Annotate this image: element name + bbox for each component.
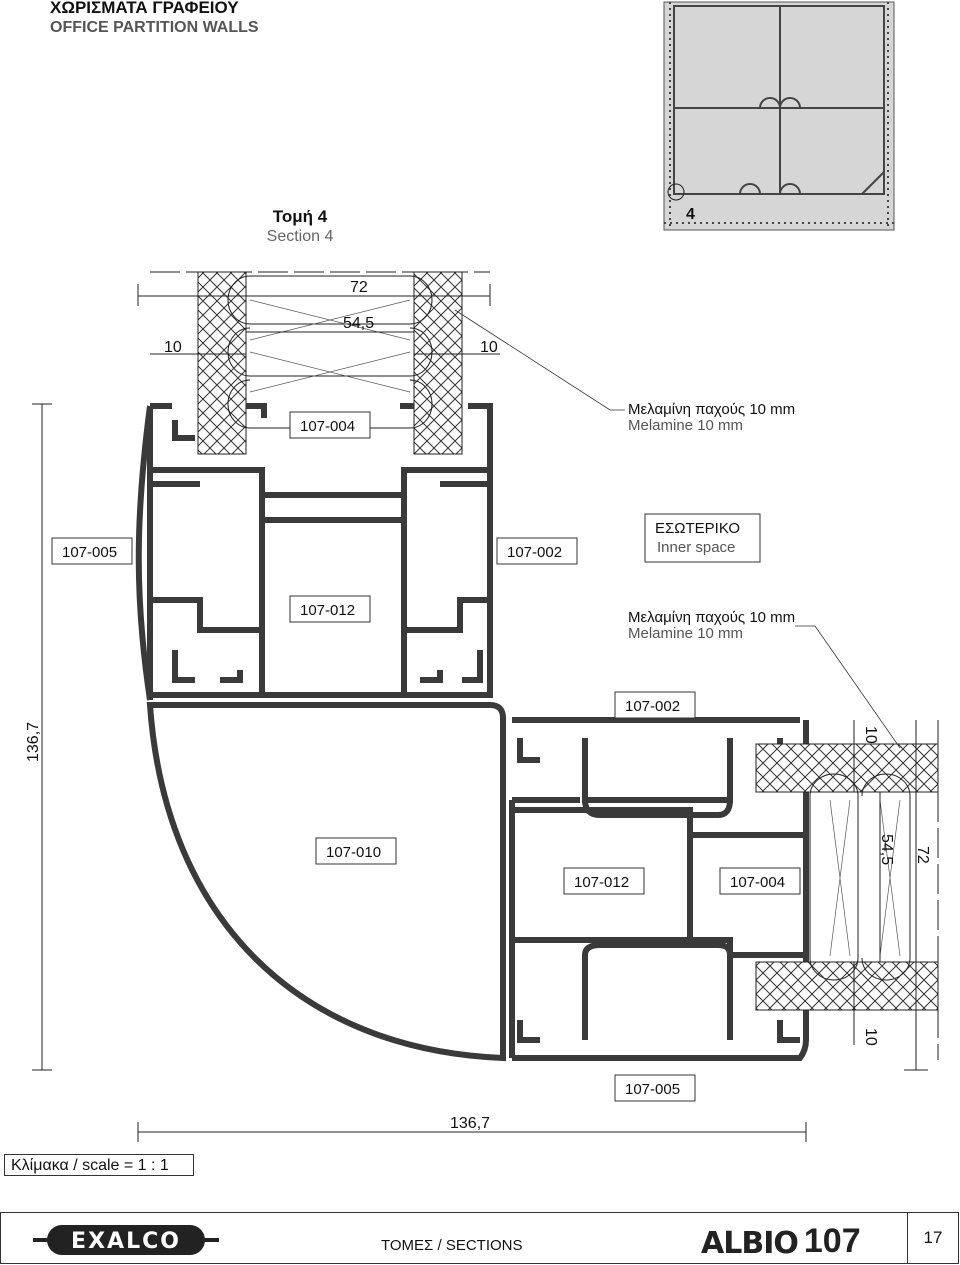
- section-caption: Τομή 4 Section 4: [240, 207, 360, 247]
- label-107-002-right: 107-002: [625, 698, 680, 715]
- upper-profile: [135, 403, 493, 701]
- section-label-greek: Τομή 4: [272, 207, 328, 226]
- title-greek: ΧΩΡΙΣΜΑΤΑ ΓΡΑΦΕΙΟΥ: [50, 0, 239, 17]
- plan-marker: 4: [686, 206, 695, 223]
- note-inner-english: Inner space: [657, 539, 735, 556]
- note-melamine-greek-1: Μελαμίνη παχούς 10 mm: [628, 401, 795, 418]
- dim-right-total: 72: [914, 846, 931, 864]
- label-107-012-bottom: 107-012: [574, 874, 629, 891]
- product-word: ALBIO: [701, 1226, 799, 1261]
- title-english: OFFICE PARTITION WALLS: [50, 19, 259, 36]
- section-label-english: Section 4: [266, 228, 334, 245]
- label-107-005-left: 107-005: [62, 544, 117, 561]
- label-107-012-top: 107-012: [300, 602, 355, 619]
- part-labels: 107-004 107-005 107-002 107-012 107-002 …: [51, 411, 801, 1102]
- dim-width-total: 136,7: [450, 1115, 490, 1132]
- scale-label: Κλίμακα / scale = 1 : 1: [4, 1154, 194, 1176]
- top-dimensions: 72 54,5 10 10: [137, 279, 500, 362]
- product-number: 107: [803, 1222, 861, 1260]
- right-wall-panel: [755, 720, 939, 1060]
- leader-lines: [454, 309, 901, 749]
- dim-right-top: 10: [862, 726, 879, 744]
- note-melamine-english-2: Melamine 10 mm: [628, 625, 743, 642]
- dim-panel-inner: 54,5: [343, 315, 374, 332]
- dim-right-melamine: 10: [480, 339, 498, 356]
- notes: Μελαμίνη παχούς 10 mm Melamine 10 mm ΕΣΩ…: [628, 401, 795, 642]
- label-107-010: 107-010: [326, 844, 381, 861]
- label-107-004-top: 107-004: [300, 418, 355, 435]
- label-107-004-bottom: 107-004: [730, 874, 785, 891]
- dim-right-bottom: 10: [862, 1028, 879, 1046]
- exalco-logo: EXALCO: [33, 1225, 219, 1255]
- page-number: 17: [907, 1213, 958, 1263]
- corner-profile: [146, 702, 506, 1062]
- footer-sections: ΤΟΜΕΣ / SECTIONS: [381, 1237, 523, 1254]
- overall-dimensions: 136,7 136,7: [25, 403, 807, 1142]
- note-melamine-english-1: Melamine 10 mm: [628, 417, 743, 434]
- top-wall-panel: [150, 271, 490, 455]
- brand-text: EXALCO: [71, 1229, 181, 1254]
- section-drawing: 4 72 54,5 10 10: [25, 1, 939, 1142]
- dim-left-melamine: 10: [164, 339, 182, 356]
- right-dimensions: 10 54,5 72 10: [853, 720, 931, 1071]
- dim-total-width: 72: [350, 279, 368, 296]
- dim-right-inner: 54,5: [878, 834, 895, 865]
- label-107-005-bottom: 107-005: [625, 1081, 680, 1098]
- floor-plan-thumbnail: 4: [663, 1, 895, 231]
- lower-right-profile: [509, 717, 809, 1061]
- label-107-002-top: 107-002: [507, 544, 562, 561]
- note-melamine-greek-2: Μελαμίνη παχούς 10 mm: [628, 609, 795, 626]
- note-inner-greek: ΕΣΩΤΕΡΙΚΟ: [655, 520, 740, 537]
- page-footer: EXALCO ΤΟΜΕΣ / SECTIONS ALBIO 107 17: [0, 1212, 959, 1264]
- dim-height-total: 136,7: [25, 722, 42, 762]
- product-logo: ALBIO 107: [701, 1221, 861, 1261]
- page-header: ΧΩΡΙΣΜΑΤΑ ΓΡΑΦΕΙΟΥ OFFICE PARTITION WALL…: [50, 0, 259, 38]
